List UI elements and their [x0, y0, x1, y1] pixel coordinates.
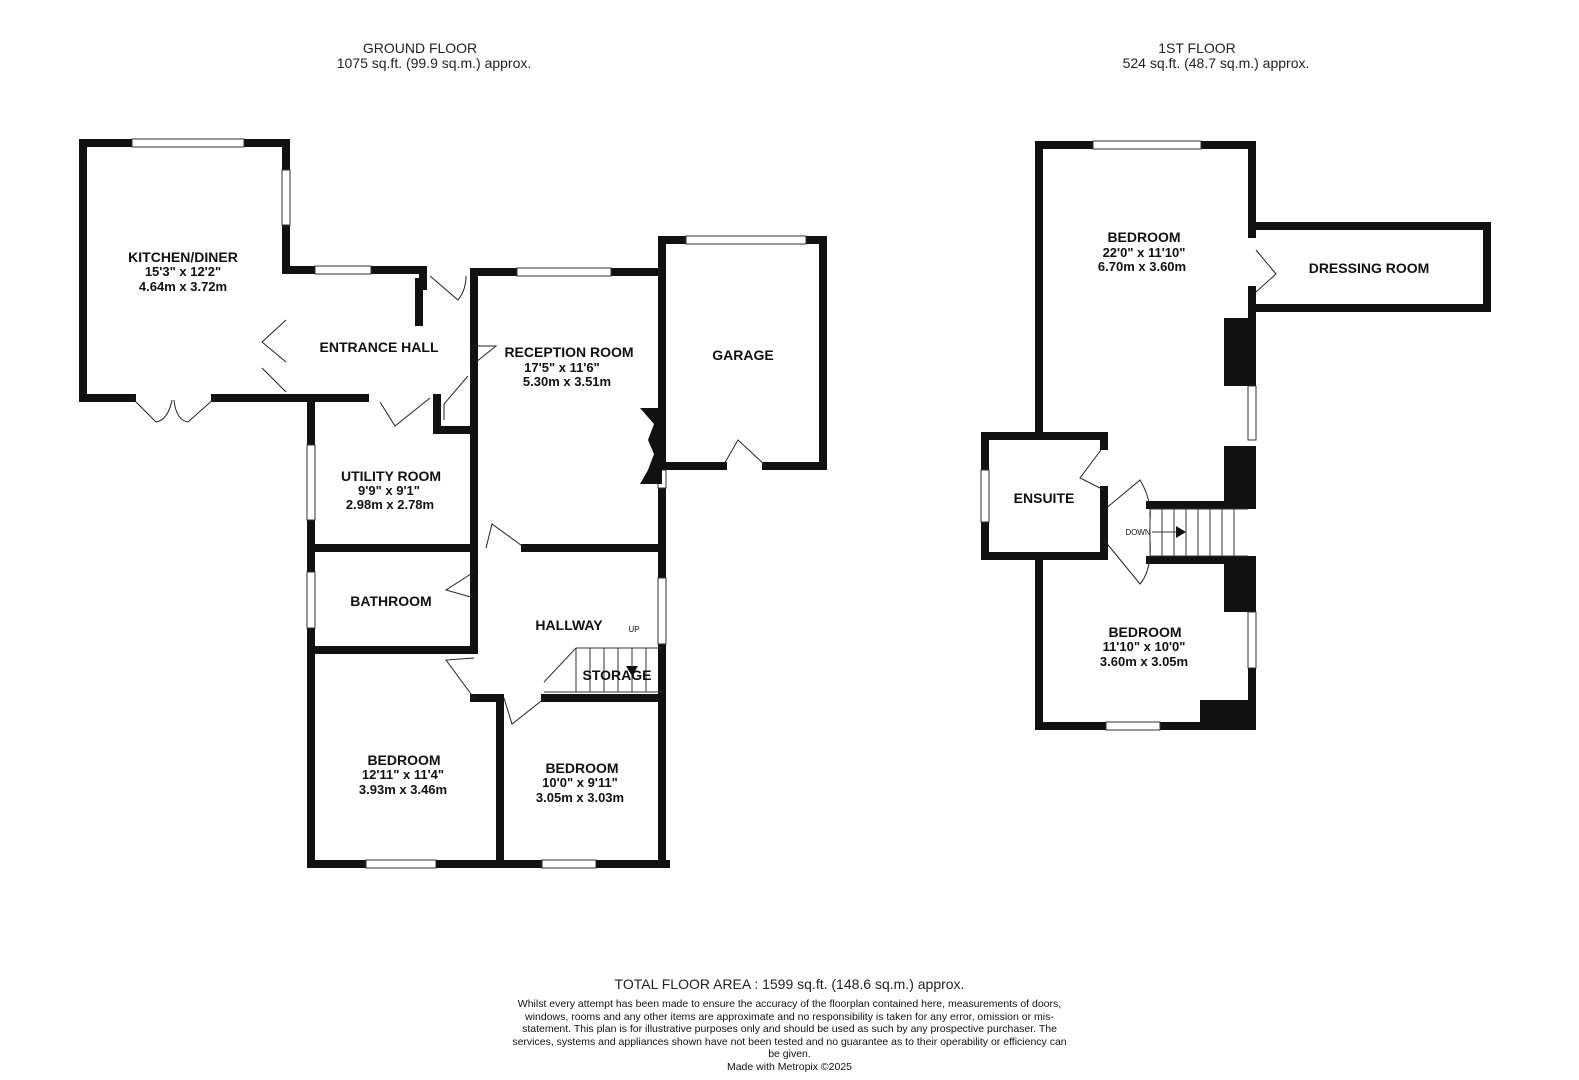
- room-ensuite: ENSUITE: [1014, 490, 1075, 506]
- first-floor-solid-blocks: [1200, 318, 1256, 730]
- room-bedroom-1: BEDROOM 12'11" x 11'4" 3.93m x 3.46m: [359, 752, 447, 797]
- ground-floor-stairs: UP: [543, 625, 662, 693]
- room-name: UTILITY ROOM: [341, 468, 441, 484]
- room-size-imperial: 12'11" x 11'4": [362, 767, 444, 782]
- first-floor-title: 1ST FLOOR: [1158, 40, 1236, 56]
- room-bathroom: BATHROOM: [350, 593, 431, 609]
- room-size-metric: 2.98m x 2.78m: [346, 497, 434, 512]
- room-utility: UTILITY ROOM 9'9" x 9'1" 2.98m x 2.78m: [341, 468, 441, 512]
- room-kitchen-diner: KITCHEN/DINER 15'3" x 12'2" 4.64m x 3.72…: [128, 249, 238, 294]
- room-name: BEDROOM: [367, 752, 440, 768]
- room-entrance-hall: ENTRANCE HALL: [320, 339, 439, 355]
- room-size-imperial: 22'0" x 11'10": [1103, 245, 1186, 260]
- room-name: KITCHEN/DINER: [128, 249, 238, 265]
- room-name: RECEPTION ROOM: [504, 344, 633, 360]
- ground-floor-doors: [131, 275, 767, 725]
- room-size-metric: 5.30m x 3.51m: [523, 374, 611, 389]
- total-floor-area: TOTAL FLOOR AREA : 1599 sq.ft. (148.6 sq…: [614, 976, 965, 992]
- room-name: BEDROOM: [1108, 624, 1181, 640]
- room-size-imperial: 15'3" x 12'2": [145, 264, 221, 279]
- first-floor-walls: [981, 141, 1491, 730]
- ground-floor-title: GROUND FLOOR: [363, 40, 477, 56]
- room-bedroom-3: BEDROOM 11'10" x 10'0" 3.60m x 3.05m: [1100, 624, 1188, 669]
- room-dressing-room: DRESSING ROOM: [1309, 260, 1430, 276]
- room-garage: GARAGE: [712, 347, 773, 363]
- room-size-imperial: 11'10" x 10'0": [1103, 639, 1186, 654]
- room-size-metric: 6.70m x 3.60m: [1098, 259, 1186, 274]
- fireplace: [640, 408, 662, 484]
- made-with-credit: Made with Metropix ©2025: [726, 1060, 853, 1073]
- first-floor-windows: [980, 140, 1257, 731]
- disclaimer: Whilst every attempt has been made to en…: [512, 998, 1067, 1060]
- room-size-metric: 3.05m x 3.03m: [536, 790, 624, 805]
- room-storage: STORAGE: [583, 667, 652, 683]
- ground-floor-walls: [79, 139, 827, 868]
- room-size-imperial: 10'0" x 9'11": [542, 775, 618, 790]
- room-name: BEDROOM: [1107, 229, 1180, 245]
- ground-floor-windows: [131, 138, 807, 869]
- room-bedroom-2: BEDROOM 10'0" x 9'11" 3.05m x 3.03m: [536, 760, 624, 805]
- room-size-metric: 3.60m x 3.05m: [1100, 654, 1188, 669]
- room-master-bedroom: BEDROOM 22'0" x 11'10" 6.70m x 3.60m: [1098, 229, 1186, 274]
- room-name: BEDROOM: [545, 760, 618, 776]
- first-floor-area: 524 sq.ft. (48.7 sq.m.) approx.: [1123, 55, 1310, 71]
- room-size-imperial: 17'5" x 11'6": [524, 360, 600, 375]
- room-reception: RECEPTION ROOM 17'5" x 11'6" 5.30m x 3.5…: [504, 344, 633, 389]
- room-size-metric: 4.64m x 3.72m: [139, 279, 227, 294]
- footer: TOTAL FLOOR AREA : 1599 sq.ft. (148.6 sq…: [0, 976, 1579, 1073]
- stairs-up-label: UP: [628, 625, 639, 634]
- room-size-imperial: 9'9" x 9'1": [358, 483, 420, 498]
- room-size-metric: 3.93m x 3.46m: [359, 782, 447, 797]
- stairs-down-label: DOWN: [1125, 528, 1151, 537]
- first-floor-stairs: DOWN: [1125, 508, 1248, 557]
- room-hallway: HALLWAY: [535, 617, 603, 633]
- ground-floor-area: 1075 sq.ft. (99.9 sq.m.) approx.: [337, 55, 532, 71]
